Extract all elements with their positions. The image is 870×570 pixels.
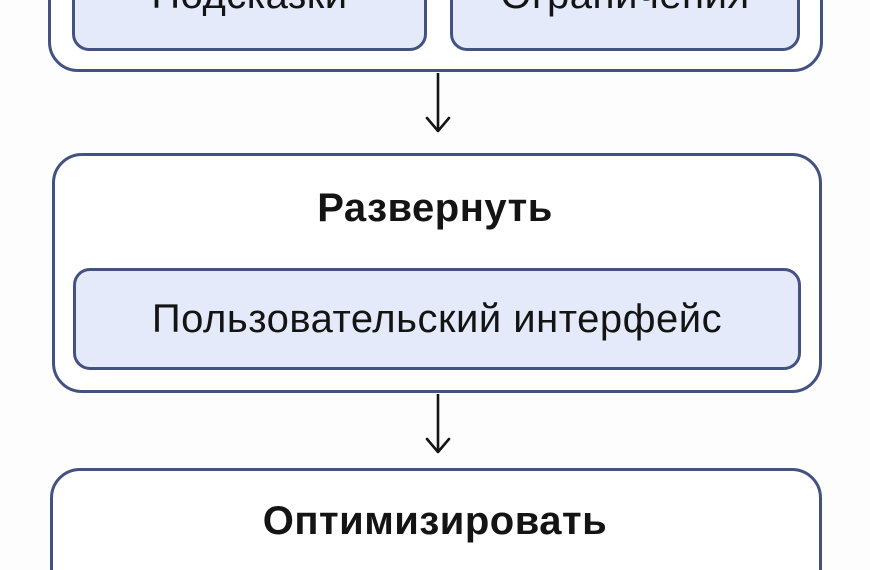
node-user-interface-label: Пользовательский интерфейс — [151, 296, 723, 341]
group-box-optimize — [50, 468, 822, 570]
deploy-title: Развернуть — [317, 186, 553, 230]
node-constraints-label: Ограничения — [500, 0, 749, 18]
node-user-interface: Пользовательский интерфейс — [73, 268, 801, 370]
arrow-down-icon — [420, 73, 456, 135]
node-hints-label: Подсказки — [151, 0, 347, 18]
node-hints: Подсказки — [72, 0, 427, 51]
optimize-title: Оптимизировать — [262, 499, 608, 543]
node-constraints: Ограничения — [450, 0, 800, 51]
arrow-down-icon — [420, 394, 456, 456]
